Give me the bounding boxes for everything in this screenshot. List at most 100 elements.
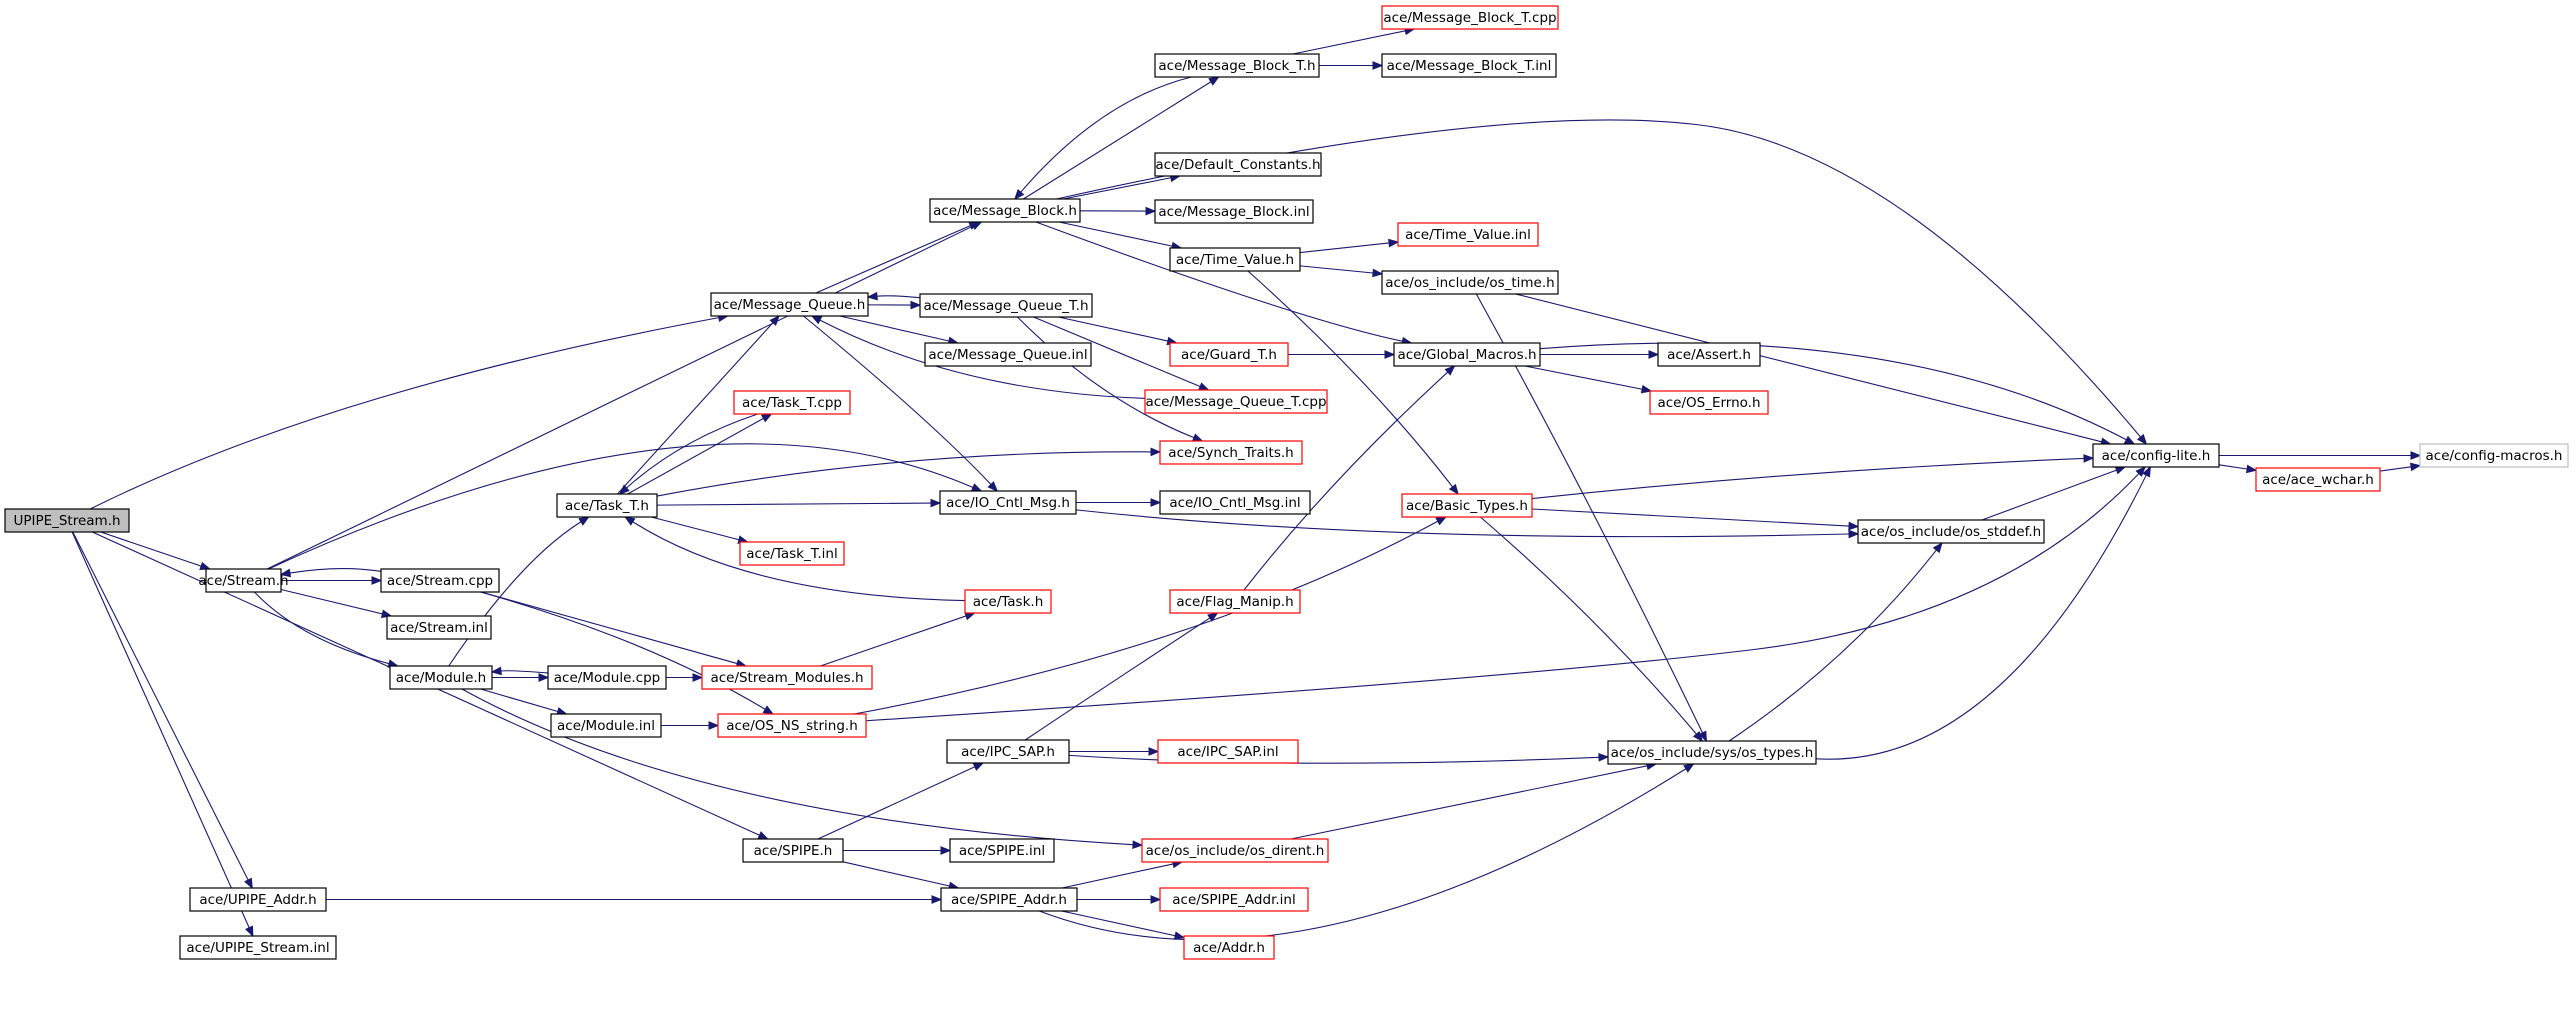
node-label: ace/Message_Queue.h [714, 297, 866, 313]
node-box [939, 490, 1077, 515]
edge-config-lite-h-to-ace-wchar-h [2218, 464, 2258, 474]
edge-line [1292, 30, 1406, 55]
node-config-lite-h[interactable]: ace/config-lite.h [2092, 443, 2220, 468]
node-module-cpp[interactable]: ace/Module.cpp [547, 665, 667, 690]
node-spipe-h[interactable]: ace/SPIPE.h [742, 838, 844, 863]
node-time-value-h[interactable]: ace/Time_Value.h [1169, 247, 1301, 272]
node-ipc-sap-inl[interactable]: ace/IPC_SAP.inl [1157, 739, 1299, 764]
edge-message-queue-h-to-io-cntl-msg-h [803, 315, 999, 492]
node-box [547, 665, 667, 690]
arrowhead-icon [2114, 466, 2127, 475]
edge-line [815, 225, 971, 294]
node-task-t-inl[interactable]: ace/Task_T.inl [739, 541, 845, 566]
node-box [1857, 519, 2045, 544]
edge-line [100, 531, 202, 567]
edge-upipe-stream-h-to-upipe-stream-inl [71, 531, 254, 938]
edge-line [819, 319, 1146, 399]
node-task-t-h[interactable]: ace/Task_T.h [556, 493, 658, 518]
node-os-ns-string-h[interactable]: ace/OS_NS_string.h [717, 713, 867, 738]
node-flag-manip-h[interactable]: ace/Flag_Manip.h [1169, 589, 1301, 614]
arrowhead-icon [762, 705, 775, 715]
edge-line [1061, 863, 1174, 889]
edge-module-cpp-to-stream-modules-h [666, 673, 704, 682]
node-default-constants-h[interactable]: ace/Default_Constants.h [1154, 152, 1322, 177]
edge-line [1061, 910, 1176, 937]
edge-task-t-h-to-io-cntl-msg-h [656, 498, 942, 508]
arrowhead-icon [1598, 752, 1610, 762]
arrowhead-icon [987, 481, 999, 492]
node-message-block-h[interactable]: ace/Message_Block.h [929, 198, 1081, 223]
edge-stream-modules-h-to-task-h [820, 611, 976, 667]
node-message-queue-t-h[interactable]: ace/Message_Queue_T.h [919, 293, 1093, 318]
node-os-time-h[interactable]: ace/os_include/os_time.h [1381, 270, 1559, 295]
node-basic-types-h[interactable]: ace/Basic_Types.h [1401, 493, 1533, 518]
node-ipc-sap-h[interactable]: ace/IPC_SAP.h [946, 739, 1070, 764]
edge-os-ns-string-h-to-basic-types-h [854, 516, 1447, 715]
arrowhead-icon [1648, 350, 1660, 359]
edge-line [1023, 81, 1212, 200]
node-guard-t-h[interactable]: ace/Guard_T.h [1169, 342, 1289, 367]
node-label: ace/Message_Block.h [933, 203, 1077, 219]
node-label: ace/UPIPE_Addr.h [199, 892, 316, 908]
node-stream-modules-h[interactable]: ace/Stream_Modules.h [701, 665, 873, 690]
node-global-macros-h[interactable]: ace/Global_Macros.h [1393, 342, 1541, 367]
node-time-value-inl[interactable]: ace/Time_Value.inl [1397, 222, 1539, 247]
node-os-errno-h[interactable]: ace/OS_Errno.h [1649, 390, 1769, 415]
node-module-h[interactable]: ace/Module.h [389, 665, 493, 690]
edge-message-block-h-to-global-macros-h [1035, 221, 1413, 346]
node-config-macros-h[interactable]: ace/config-macros.h [2419, 443, 2569, 468]
node-spipe-inl[interactable]: ace/SPIPE.inl [949, 838, 1055, 863]
node-upipe-addr-h[interactable]: ace/UPIPE_Addr.h [189, 887, 327, 912]
edge-line [803, 315, 992, 485]
node-synch-traits-h[interactable]: ace/Synch_Traits.h [1159, 440, 1303, 465]
edge-guard-t-h-to-global-macros-h [1288, 350, 1396, 359]
arrowhead-icon [1150, 447, 1162, 457]
node-label: UPIPE_Stream.h [13, 513, 120, 529]
node-message-block-t-inl[interactable]: ace/Message_Block_T.inl [1381, 53, 1557, 78]
arrowhead-icon [769, 315, 780, 326]
node-message-block-inl[interactable]: ace/Message_Block.inl [1154, 199, 1314, 224]
arrowhead-icon [1191, 433, 1204, 442]
arrowhead-icon [244, 877, 253, 890]
edge-line [1524, 365, 1643, 390]
node-io-cntl-msg-h[interactable]: ace/IO_Cntl_Msg.h [939, 490, 1077, 515]
node-os-types-h[interactable]: ace/os_include/sys/os_types.h [1607, 740, 1817, 765]
node-addr-h[interactable]: ace/Addr.h [1183, 935, 1275, 960]
arrowhead-icon [2123, 435, 2136, 445]
arrowhead-icon [1150, 498, 1162, 507]
node-message-queue-t-cpp[interactable]: ace/Message_Queue_T.cpp [1144, 389, 1328, 414]
edge-task-t-h-to-message-queue-h [617, 315, 780, 495]
node-message-queue-h[interactable]: ace/Message_Queue.h [710, 292, 869, 317]
node-message-block-t-cpp[interactable]: ace/Message_Block_T.cpp [1381, 5, 1559, 30]
node-label: ace/os_include/os_stddef.h [1861, 524, 2041, 540]
edge-line [1728, 549, 1937, 742]
node-task-h[interactable]: ace/Task.h [964, 589, 1052, 614]
node-message-queue-inl[interactable]: ace/Message_Queue.inl [924, 342, 1092, 367]
edge-line [817, 766, 976, 840]
node-spipe-addr-inl[interactable]: ace/SPIPE_Addr.inl [1159, 887, 1309, 912]
node-assert-h[interactable]: ace/Assert.h [1657, 342, 1761, 367]
edge-spipe-h-to-spipe-inl [843, 846, 952, 855]
node-label: ace/Task_T.h [565, 498, 649, 514]
node-ace-wchar-h[interactable]: ace/ace_wchar.h [2255, 467, 2381, 492]
node-box [1649, 390, 1769, 415]
node-io-cntl-msg-inl[interactable]: ace/IO_Cntl_Msg.inl [1159, 490, 1311, 515]
node-upipe-stream-inl[interactable]: ace/UPIPE_Stream.inl [179, 935, 337, 960]
arrowhead-icon [371, 576, 383, 585]
edge-stream-h-to-stream-inl [280, 588, 393, 618]
node-spipe-addr-h[interactable]: ace/SPIPE_Addr.h [940, 887, 1078, 912]
node-label: ace/Stream_Modules.h [710, 670, 863, 686]
node-box [380, 568, 500, 593]
edge-line [1068, 754, 1600, 764]
node-message-block-t-h[interactable]: ace/Message_Block_T.h [1154, 53, 1320, 78]
node-label: ace/Time_Value.h [1176, 252, 1294, 268]
node-os-stddef-h[interactable]: ace/os_include/os_stddef.h [1857, 519, 2045, 544]
node-os-dirent-h[interactable]: ace/os_include/os_dirent.h [1141, 838, 1329, 863]
node-task-t-cpp[interactable]: ace/Task_T.cpp [733, 390, 851, 415]
edge-task-h-to-task-t-h [624, 516, 966, 602]
node-stream-cpp[interactable]: ace/Stream.cpp [380, 568, 500, 593]
node-stream-inl[interactable]: ace/Stream.inl [386, 615, 492, 640]
node-stream-h[interactable]: ace/Stream.h [198, 568, 289, 593]
node-label: ace/Synch_Traits.h [1168, 445, 1293, 461]
node-module-inl[interactable]: ace/Module.inl [550, 713, 662, 738]
